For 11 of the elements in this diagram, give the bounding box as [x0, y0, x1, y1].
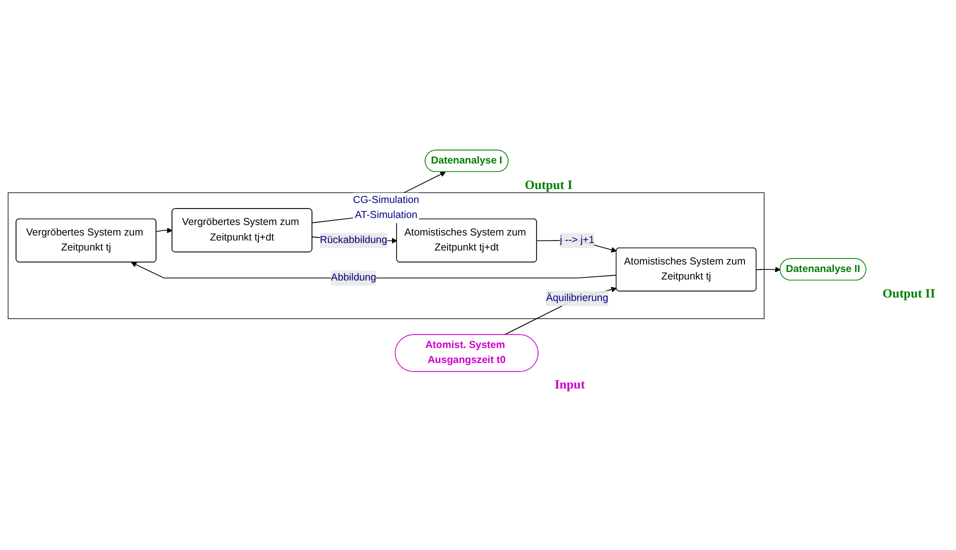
node-label: Input: [554, 377, 585, 392]
arrow: [504, 286, 617, 335]
arrow: [156, 227, 173, 233]
edge-label: Rückabbildung: [320, 234, 388, 246]
arrow: [756, 266, 781, 272]
node-label: Output II: [882, 286, 936, 300]
edge-label: Abbildung: [330, 272, 376, 283]
node-label: Output I: [524, 178, 572, 192]
edge-label: j --> j+1: [560, 234, 594, 246]
edge-label: Äquilibrierung: [546, 292, 608, 303]
arrow: [131, 262, 617, 278]
